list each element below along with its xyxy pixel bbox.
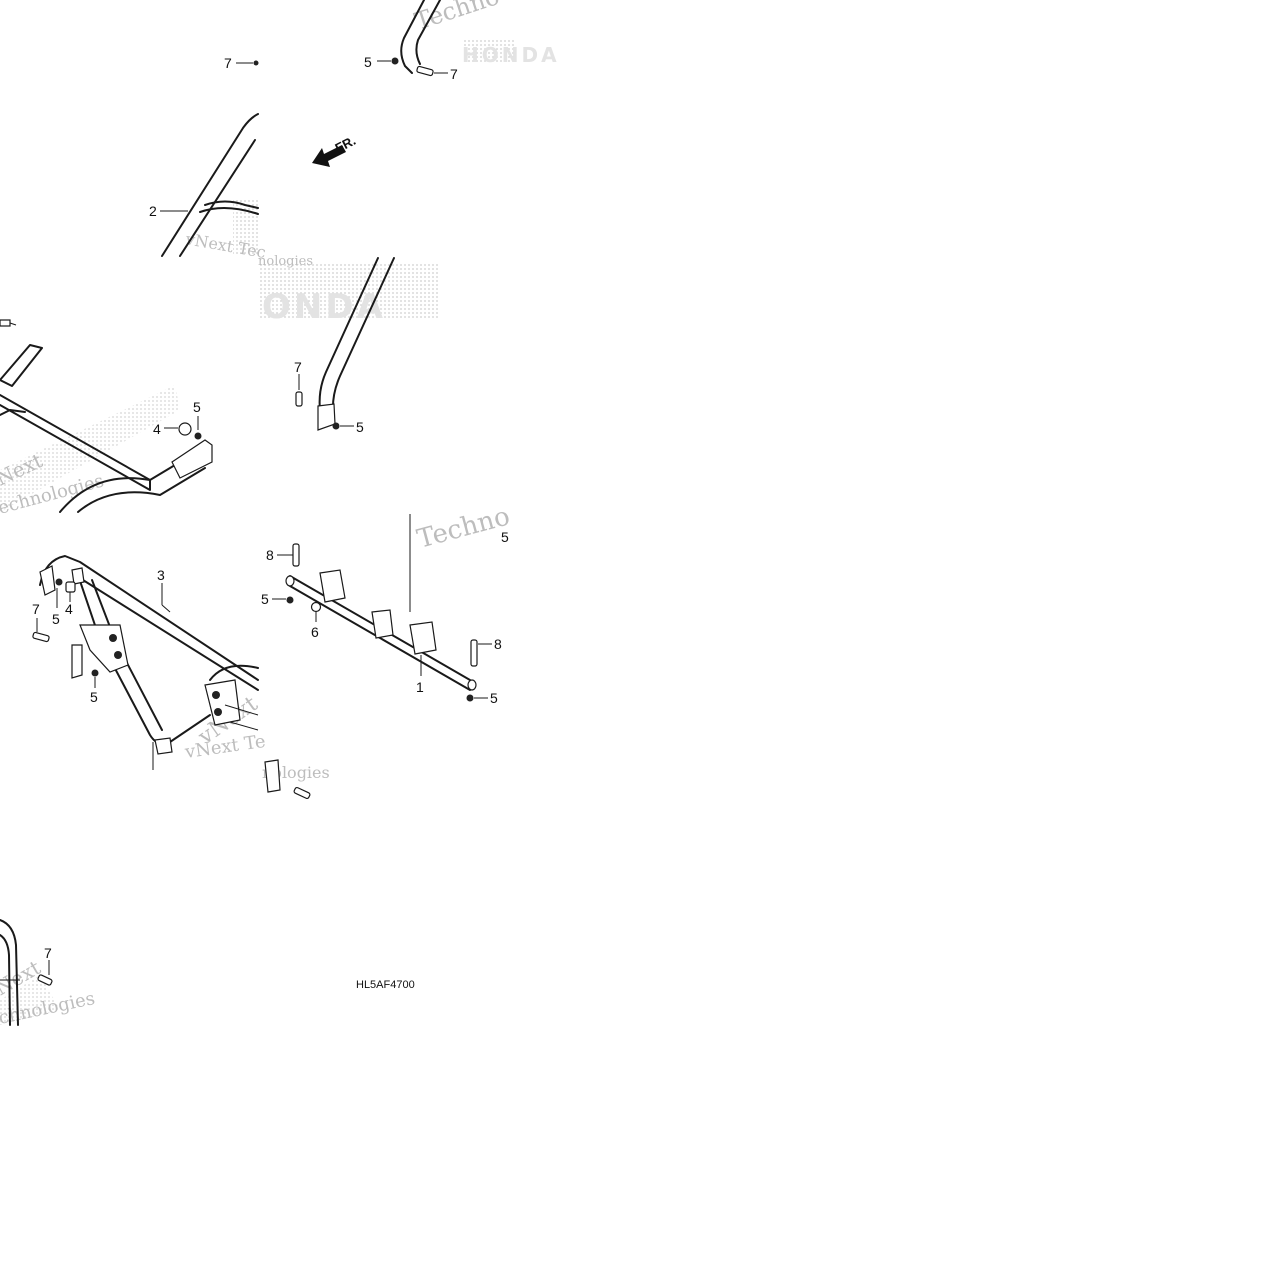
watermarks: Techno HONDA vNext Tec nologies ONDA Nex… bbox=[0, 0, 560, 1029]
tile-part-3: 3 5 4 7 5 bbox=[32, 555, 259, 770]
callout-label: 5 bbox=[501, 529, 509, 545]
callout-label: 7 bbox=[44, 945, 52, 961]
callout-label: 5 bbox=[52, 611, 60, 627]
bolt-icon bbox=[295, 391, 303, 407]
drawing-code: HL5AF4700 bbox=[356, 979, 415, 991]
callout-label: 8 bbox=[494, 636, 502, 652]
tile-upright-right: 7 5 bbox=[294, 257, 395, 435]
callout-label: 5 bbox=[490, 690, 498, 706]
nut-icon bbox=[55, 578, 63, 586]
callout-label: 6 bbox=[311, 624, 319, 640]
bolt-icon bbox=[37, 974, 53, 986]
callout-label: 7 bbox=[294, 359, 302, 375]
callout-label: 5 bbox=[90, 689, 98, 705]
spacer-icon bbox=[178, 422, 192, 436]
watermark-text: HONDA bbox=[462, 43, 560, 67]
tile-top-left: 7 bbox=[224, 55, 259, 71]
watermark-text: Techno bbox=[414, 501, 513, 554]
nut-icon bbox=[332, 422, 340, 430]
nut-icon bbox=[194, 432, 202, 440]
bolt-icon bbox=[293, 786, 311, 800]
arrow-left-icon bbox=[312, 145, 346, 167]
nut-icon bbox=[91, 669, 99, 677]
watermark-text: ONDA bbox=[262, 287, 386, 327]
watermark-text: nologies bbox=[258, 254, 313, 269]
tile-part-1: 8 5 6 1 8 5 5 bbox=[261, 514, 509, 800]
nut-icon bbox=[391, 57, 399, 65]
nut-icon bbox=[466, 694, 474, 702]
tile-top-middle: 5 7 bbox=[364, 0, 458, 82]
bolt-icon bbox=[253, 60, 259, 66]
bolt-icon bbox=[470, 639, 478, 667]
bolt-icon bbox=[32, 631, 50, 643]
front-direction-indicator: FR. bbox=[312, 133, 358, 167]
callout-label: 3 bbox=[157, 567, 165, 583]
callout-label: 4 bbox=[153, 421, 161, 437]
callout-label: 5 bbox=[193, 399, 201, 415]
callout-label: 5 bbox=[261, 591, 269, 607]
bolt-icon bbox=[416, 65, 434, 77]
callout-label: 5 bbox=[364, 54, 372, 70]
callout-label: 7 bbox=[224, 55, 232, 71]
tile-bottom-left: 7 bbox=[0, 919, 53, 1026]
nut-icon bbox=[286, 596, 294, 604]
washer-icon bbox=[310, 601, 322, 613]
callout-label: 5 bbox=[356, 419, 364, 435]
bolt-icon bbox=[0, 319, 11, 327]
callout-label: 7 bbox=[32, 601, 40, 617]
callout-label: 7 bbox=[450, 66, 458, 82]
callout-label: 4 bbox=[65, 601, 73, 617]
callout-label: 2 bbox=[149, 203, 157, 219]
tile-cross-frame: 4 5 bbox=[0, 319, 213, 513]
watermark-shading bbox=[0, 40, 515, 1025]
callout-label: 1 bbox=[416, 679, 424, 695]
tile-part-2: 2 bbox=[149, 113, 259, 257]
bolt-icon bbox=[292, 543, 300, 567]
watermark-text: Techno bbox=[411, 0, 503, 36]
callout-label: 8 bbox=[266, 547, 274, 563]
spacer-icon bbox=[65, 581, 76, 593]
